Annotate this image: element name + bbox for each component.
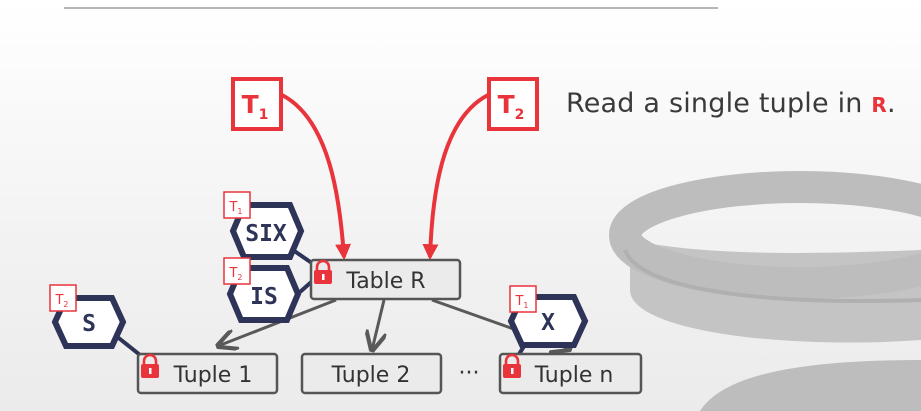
database-icon <box>609 171 921 411</box>
padlock-icon <box>314 259 332 284</box>
svg-text:T2: T2 <box>54 293 68 309</box>
lock-owner-x-letter: T <box>514 294 523 309</box>
padlock-icon <box>503 353 521 378</box>
transaction-t2: T2 <box>487 77 539 131</box>
lock-owner-s-letter: T <box>54 293 63 308</box>
padlock-icon <box>141 353 159 378</box>
svg-text:T2: T2 <box>498 90 525 123</box>
lock-mode-s: S <box>82 311 96 337</box>
lock-mode-six: SIX <box>245 221 287 247</box>
lock-mode-x: X <box>541 310 555 336</box>
svg-text:T1: T1 <box>514 294 528 310</box>
caption-text: Read a single tuple in <box>566 88 872 119</box>
node-table-r-label: Table R <box>345 269 425 294</box>
lock-badge-six: SIX T1 <box>223 191 305 260</box>
node-tuple-2: Tuple 2 <box>300 352 443 395</box>
arrow-t1-table <box>281 93 352 261</box>
svg-text:T1: T1 <box>228 200 242 216</box>
transaction-t2-sub: 2 <box>515 107 525 123</box>
lock-owner-six-letter: T <box>228 200 237 215</box>
node-tuple-2-label: Tuple 2 <box>331 363 411 388</box>
transaction-t2-letter: T <box>498 90 515 119</box>
transaction-t1-letter: T <box>242 90 259 119</box>
caption-end: . <box>887 88 896 119</box>
lock-owner-is-letter: T <box>228 266 237 281</box>
lock-owner-x-sub: 1 <box>523 301 528 310</box>
lock-badge-x: X T1 <box>507 285 589 348</box>
edge-table-tuple2 <box>372 299 384 350</box>
node-tuple-n: Tuple n <box>498 352 643 395</box>
lock-owner-s-sub: 2 <box>63 300 68 309</box>
lock-badge-s: S T2 <box>49 284 127 349</box>
transaction-t1-sub: 1 <box>259 107 269 123</box>
node-tuple-n-label: Tuple n <box>534 363 614 388</box>
lock-owner-is-sub: 2 <box>237 273 242 282</box>
node-table-r: Table R <box>309 258 462 301</box>
caption: Read a single tuple in R. <box>566 88 896 119</box>
caption-relation: R <box>871 93 888 117</box>
arrow-t2-table <box>422 93 489 261</box>
transaction-t1: T1 <box>231 77 283 131</box>
tuple-ellipsis: ··· <box>459 361 480 386</box>
lock-mode-is: IS <box>250 284 278 310</box>
svg-text:T1: T1 <box>242 90 269 123</box>
lock-badge-is: IS T2 <box>223 257 302 323</box>
lock-owner-six-sub: 1 <box>237 207 242 216</box>
svg-text:T2: T2 <box>228 266 242 282</box>
node-tuple-1: Tuple 1 <box>136 352 279 395</box>
node-tuple-1-label: Tuple 1 <box>173 363 253 388</box>
